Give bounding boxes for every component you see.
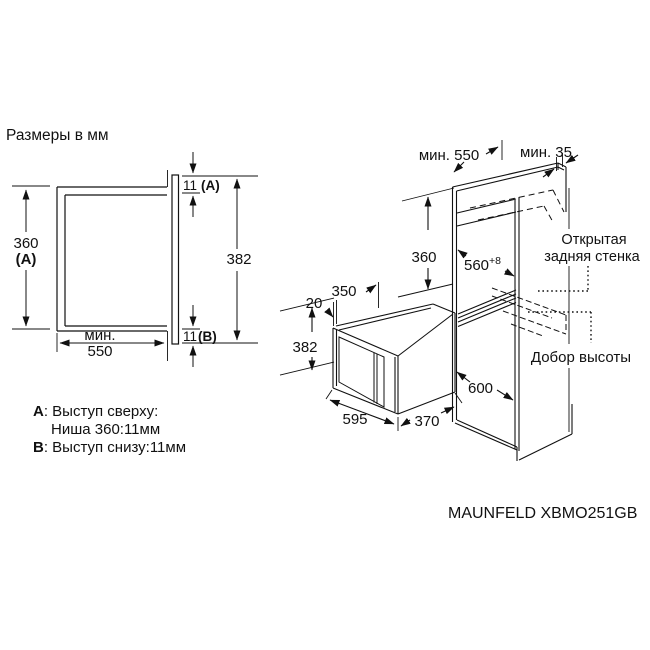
dim-bottom-gap: 11(B) — [183, 329, 217, 344]
dim-top-gap: 11(A) — [183, 178, 220, 193]
dim-cabinet-depth: мин. 550 — [419, 147, 479, 164]
label-height-filler: Добор высоты — [531, 349, 631, 366]
dim-mw-min-depth: 350 — [331, 283, 356, 300]
note-a-line2: Ниша 360:11мм — [51, 421, 160, 438]
dim-back-gap: мин. 35 — [520, 144, 572, 161]
dim-min-width: 550 — [87, 343, 112, 360]
dim-niche-width: 560+8 — [464, 255, 501, 274]
dim-niche-height-ref: (A) — [16, 251, 37, 268]
dim-niche-height: 360 — [13, 235, 38, 252]
label-open-back-2: задняя стенка — [544, 249, 640, 265]
front-panel-bar — [171, 174, 180, 345]
note-b: B: Выступ снизу:11мм — [33, 439, 186, 456]
microwave-drawing — [279, 282, 463, 431]
dim-front-height: 382 — [226, 251, 251, 268]
dim-lower-height: 600 — [468, 380, 493, 397]
model-caption: MAUNFELD XBMO251GB — [448, 505, 637, 522]
dim-mw-height: 382 — [292, 339, 317, 356]
notes-block: A: Выступ сверху: Ниша 360:11мм B: Высту… — [33, 403, 186, 456]
dim-mw-width: 595 — [342, 411, 367, 428]
cabinet-drawing — [397, 140, 592, 461]
dim-min-label: мин. — [84, 327, 115, 344]
dim-mw-door-offset: 20 — [306, 295, 323, 312]
dim-mw-depth: 370 — [414, 413, 439, 430]
page-title: Размеры в мм — [6, 127, 109, 144]
front-view-diagram — [12, 152, 258, 367]
niche-walls — [56, 186, 167, 332]
note-a: A: Выступ сверху: — [33, 403, 158, 420]
dim-cabinet-niche-height: 360 — [411, 249, 436, 266]
label-open-back-1: Открытая — [561, 232, 626, 248]
